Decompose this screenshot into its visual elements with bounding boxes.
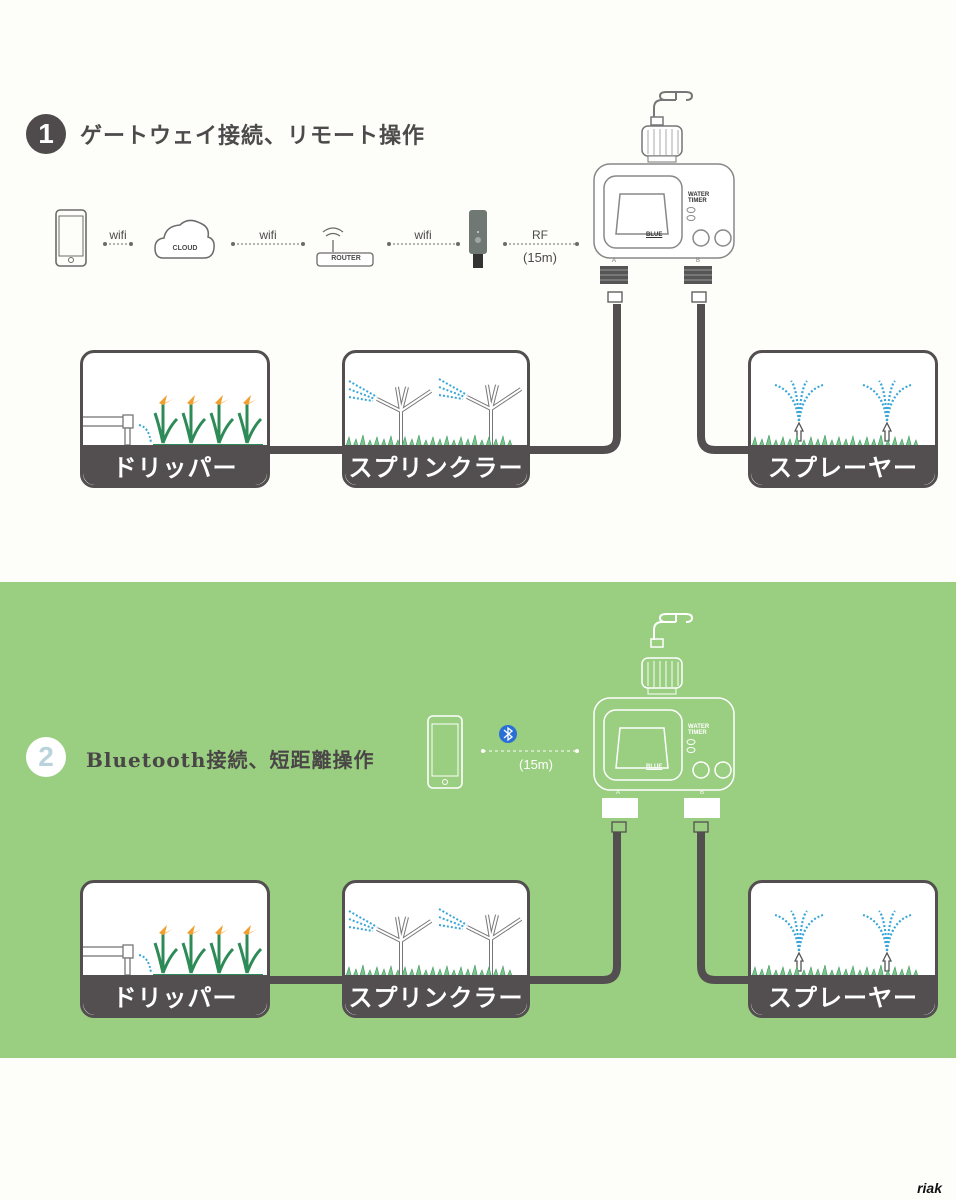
- outlet-a-label: A: [616, 790, 621, 796]
- gateway-icon: [469, 210, 487, 268]
- outlet-a-label: A: [612, 258, 617, 264]
- sprinkler-illustration: [345, 908, 523, 981]
- faucet-icon: [650, 91, 694, 126]
- cloud-icon: [154, 219, 215, 259]
- section-1-connection-diagram: [55, 209, 579, 268]
- rf-link-gateway-timer: [503, 242, 579, 246]
- hose-connector: [641, 125, 683, 163]
- wifi-link-phone-cloud: [103, 242, 133, 246]
- card-sprayer-2: スプレーヤー: [748, 880, 938, 1018]
- section-2-number-badge: 2: [26, 737, 66, 777]
- water-timer-2: WATER TIMER BLUE A B: [584, 606, 744, 836]
- outlet-b-thread: [684, 266, 712, 303]
- sprayer-illustration: [751, 910, 920, 981]
- outlet-b-thread: [684, 798, 720, 818]
- smartphone-icon: [55, 209, 87, 267]
- router-icon: [316, 227, 374, 267]
- faucet-icon: [650, 613, 694, 648]
- card-label-dripper: ドリッパー: [83, 445, 267, 485]
- link-range-bluetooth: (15m): [519, 757, 553, 772]
- timer-model-line1: WATER: [688, 724, 710, 730]
- timer-model-line1: WATER: [688, 192, 710, 198]
- outlet-b-label: B: [696, 258, 701, 264]
- router-label: ROUTER: [331, 255, 361, 262]
- water-timer-1: WATER TIMER BLUE A B: [584, 84, 744, 314]
- link-label-wifi-3: wifi: [414, 228, 432, 242]
- bluetooth-icon: [499, 725, 517, 743]
- dripper-illustration: [83, 395, 263, 446]
- cloud-label: CLOUD: [172, 245, 198, 252]
- link-label-rf: RF: [532, 228, 548, 242]
- section-2-title: Bluetooth接続、短距離操作: [86, 748, 375, 772]
- wifi-link-router-gateway: [387, 242, 460, 246]
- timer-brand: BLUE: [646, 764, 663, 770]
- water-timer-illustration: [593, 91, 735, 303]
- card-label-sprayer: スプレーヤー: [751, 445, 935, 485]
- outlet-a-thread: [602, 798, 638, 818]
- outlet-b-label: B: [700, 790, 705, 796]
- flower-plants: [153, 925, 263, 976]
- card-dripper-1: ドリッパー: [80, 350, 270, 488]
- link-label-wifi-2: wifi: [259, 228, 277, 242]
- timer-model-line2: TIMER: [688, 730, 707, 736]
- card-sprayer-1: スプレーヤー: [748, 350, 938, 488]
- section-1-number-badge: 1: [26, 114, 66, 154]
- hose-outlet-a: [265, 304, 621, 454]
- card-label-sprayer: スプレーヤー: [751, 975, 935, 1015]
- hose-outlet-a: [265, 832, 621, 984]
- hose-connector: [641, 657, 683, 695]
- card-dripper-2: ドリッパー: [80, 880, 270, 1018]
- timer-brand: BLUE: [646, 232, 663, 238]
- timer-model-label: WATER TIMER: [688, 724, 709, 736]
- water-timer-illustration: [593, 613, 735, 833]
- link-label-wifi-1: wifi: [109, 228, 127, 242]
- timer-model-line2: TIMER: [688, 198, 707, 204]
- hose-outlet-b: [697, 832, 752, 984]
- section-1-hoses: [265, 304, 752, 454]
- card-label-sprinkler: スプリンクラー: [345, 975, 527, 1015]
- section-1-title: ゲートウェイ接続、リモート操作: [80, 123, 426, 149]
- card-sprinkler-1: スプリンクラー: [342, 350, 530, 488]
- timer-model-label: WATER TIMER: [688, 192, 709, 204]
- watermark: riak: [917, 1180, 942, 1196]
- card-label-sprinkler: スプリンクラー: [345, 445, 527, 485]
- hose-outlet-b: [697, 304, 752, 454]
- card-sprinkler-2: スプリンクラー: [342, 880, 530, 1018]
- wifi-link-cloud-router: [231, 242, 305, 246]
- bluetooth-link: [481, 749, 579, 753]
- smartphone-icon: [427, 715, 463, 789]
- dripper-illustration: [83, 925, 263, 976]
- link-range-rf: (15m): [523, 250, 557, 265]
- card-label-dripper: ドリッパー: [83, 975, 267, 1015]
- outlet-a-thread: [600, 266, 628, 303]
